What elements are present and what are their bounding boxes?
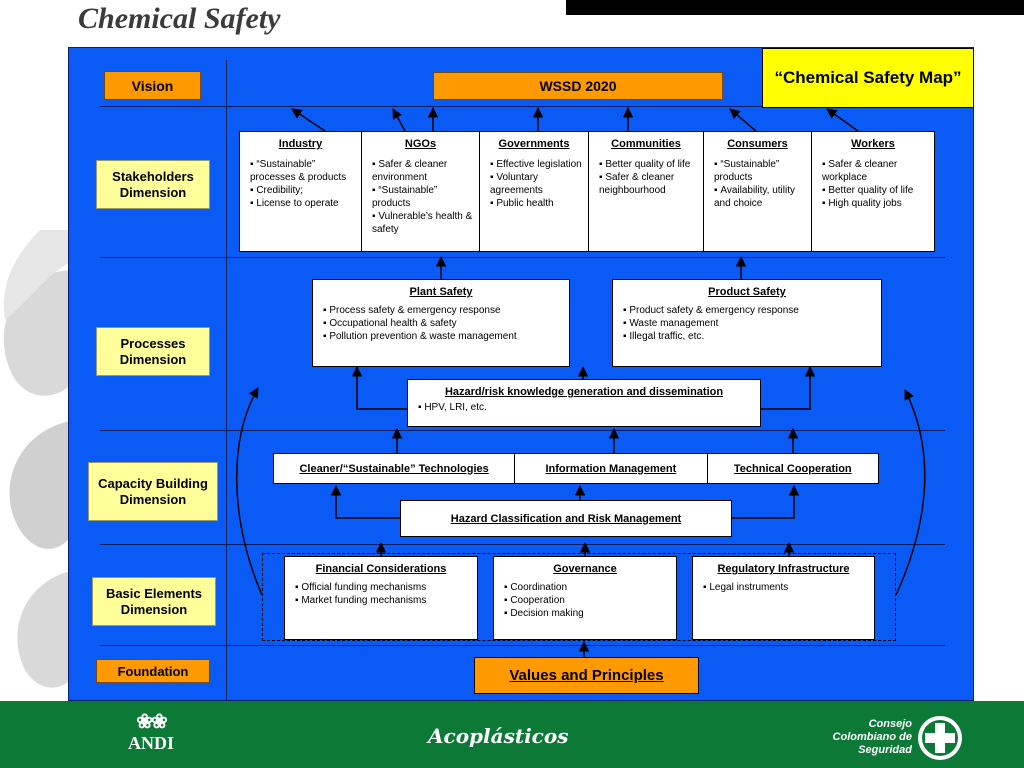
capacity-cell: Technical Cooperation [733, 462, 852, 475]
hazard-classification-title: Hazard Classification and Risk Managemen… [450, 512, 682, 525]
slide-title: Chemical Safety [78, 2, 281, 35]
stakeholder-item: Credibility; [250, 184, 357, 197]
row-divider [100, 106, 945, 107]
vision-label: Vision [104, 71, 201, 100]
product-safety-box: Product Safety Product safety & emergenc… [612, 279, 882, 367]
capacity-row: Cleaner/“Sustainable” Technologies Infor… [273, 453, 879, 484]
andi-logo-text: ANDI [128, 733, 175, 753]
basic-item: Market funding mechanisms [295, 594, 471, 607]
capacity-dimension-label: Capacity Building Dimension [88, 462, 218, 521]
plant-safety-item: Occupational health & safety [323, 317, 563, 330]
stakeholder-item: Safer & cleaner neighbourhood [599, 171, 699, 197]
stakeholder-title: NGOs [404, 138, 437, 150]
stakeholder-title: Communities [611, 138, 681, 150]
stakeholder-ngos: NGOs Safer & cleaner environment “Sustai… [362, 132, 480, 251]
row-divider [100, 430, 945, 431]
stakeholder-workers: Workers Safer & cleaner workplace Better… [812, 132, 934, 251]
product-safety-title: Product Safety [708, 286, 786, 298]
stakeholder-title: Governments [498, 138, 570, 150]
top-bar [566, 0, 1024, 15]
stakeholder-item: Vulnerable’s health & safety [372, 210, 475, 236]
decorative-swirl [3, 230, 75, 688]
plant-safety-item: Pollution prevention & waste management [323, 330, 563, 343]
chemical-safety-map-label: “Chemical Safety Map” [762, 48, 974, 108]
stakeholder-consumers: Consumers “Sustainable” products Availab… [704, 132, 812, 251]
footer-bar [0, 701, 1024, 768]
basic-item: Coordination [504, 581, 670, 594]
dimension-divider [226, 60, 227, 700]
hazard-knowledge-item: HPV, LRI, etc. [418, 401, 754, 414]
basic-item: Decision making [504, 607, 670, 620]
ccs-logo-text: Consejo Colombiano de Seguridad [812, 718, 912, 757]
stakeholder-communities: Communities Better quality of life Safer… [589, 132, 704, 251]
stakeholders-table: Industry “Sustainable” processes & produ… [239, 131, 935, 252]
stakeholder-item: “Sustainable” products [714, 158, 807, 184]
hazard-knowledge-title: Hazard/risk knowledge generation and dis… [444, 386, 724, 398]
basic-elements-area [262, 553, 896, 641]
andi-logo-icon: ❀❀ [136, 711, 168, 733]
governance-box: Governance Coordination Cooperation Deci… [493, 556, 677, 640]
acoplasticos-logo: Acoplásticos [428, 724, 569, 748]
capacity-cell: Information Management [515, 454, 708, 483]
capacity-cell: Cleaner/“Sustainable” Technologies [274, 454, 516, 483]
stakeholder-item: Better quality of life [599, 158, 699, 171]
ccs-line: Seguridad [858, 744, 912, 756]
wssd-box: WSSD 2020 [433, 72, 723, 100]
basic-title: Financial Considerations [315, 563, 447, 575]
stakeholder-item: Public health [490, 197, 584, 210]
basic-item: Official funding mechanisms [295, 581, 471, 594]
hazard-classification-box: Hazard Classification and Risk Managemen… [400, 500, 732, 537]
plant-safety-item: Process safety & emergency response [323, 304, 563, 317]
product-safety-item: Waste management [623, 317, 875, 330]
processes-dimension-label: Processes Dimension [96, 327, 210, 376]
stakeholder-item: Safer & cleaner workplace [822, 158, 930, 184]
stakeholder-item: “Sustainable” processes & products [250, 158, 357, 184]
stakeholder-title: Workers [851, 138, 895, 150]
basic-item: Cooperation [504, 594, 670, 607]
stakeholder-item: License to operate [250, 197, 357, 210]
plant-safety-box: Plant Safety Process safety & emergency … [312, 279, 570, 367]
row-divider [100, 544, 945, 545]
basic-title: Regulatory Infrastructure [717, 563, 850, 575]
ccs-line: Consejo [868, 718, 912, 730]
stakeholder-item: Availability, utility and choice [714, 184, 807, 210]
foundation-label: Foundation [96, 659, 210, 683]
cross-logo-icon [918, 716, 962, 760]
stakeholder-title: Industry [278, 138, 323, 150]
row-divider [100, 257, 945, 258]
plant-safety-title: Plant Safety [409, 286, 473, 298]
product-safety-item: Illegal traffic, etc. [623, 330, 875, 343]
stakeholder-item: Better quality of life [822, 184, 930, 197]
stakeholder-item: Effective legislation [490, 158, 584, 171]
basic-title: Governance [553, 563, 617, 575]
hazard-knowledge-box: Hazard/risk knowledge generation and dis… [407, 379, 761, 427]
stakeholder-industry: Industry “Sustainable” processes & produ… [240, 132, 362, 251]
andi-logo: ❀❀ ANDI [128, 712, 174, 754]
regulatory-box: Regulatory Infrastructure Legal instrume… [692, 556, 875, 640]
stakeholder-governments: Governments Effective legislation Volunt… [480, 132, 589, 251]
stakeholder-item: Safer & cleaner environment [372, 158, 475, 184]
stakeholder-item: Voluntary agreements [490, 171, 584, 197]
stakeholders-dimension-label: Stakeholders Dimension [96, 160, 210, 209]
stakeholder-title: Consumers [727, 138, 788, 150]
row-divider [100, 645, 945, 646]
financial-box: Financial Considerations Official fundin… [284, 556, 478, 640]
stakeholder-item: “Sustainable” products [372, 184, 475, 210]
stakeholder-item: High quality jobs [822, 197, 930, 210]
values-principles-box: Values and Principles [474, 657, 699, 694]
product-safety-item: Product safety & emergency response [623, 304, 875, 317]
basic-elements-dimension-label: Basic Elements Dimension [92, 577, 216, 626]
basic-item: Legal instruments [703, 581, 868, 594]
ccs-line: Colombiano de [832, 731, 912, 743]
